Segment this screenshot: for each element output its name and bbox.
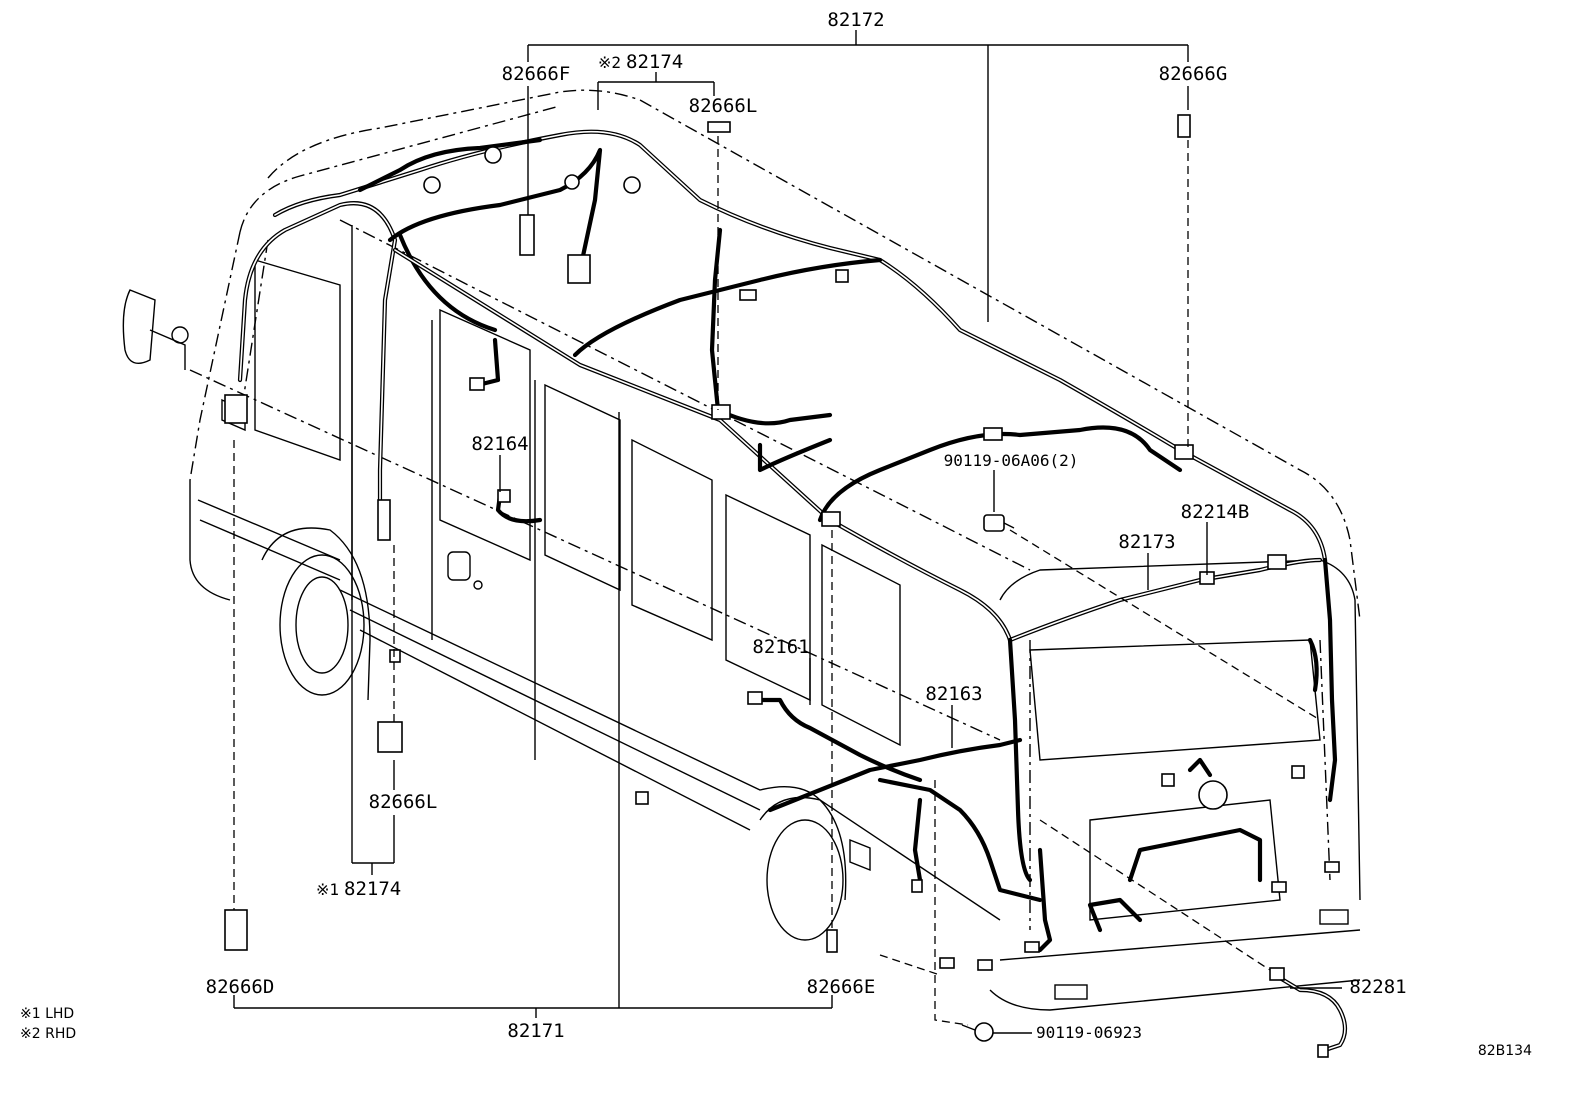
connector [377,721,403,753]
leader-lines [233,30,1342,1034]
bolt-icon [983,514,1015,532]
connector [911,879,923,893]
label-90119-06A06: 90119-06A06(2) [944,451,1079,470]
connector [635,791,649,805]
note-lhd: ※1 LHD [20,1006,74,1022]
label-82666F: 82666F [502,63,571,85]
clamp [564,174,580,190]
connector [939,957,955,969]
connector [821,511,841,527]
connector [1271,881,1287,893]
clamp [423,176,441,194]
connector [389,649,401,663]
clamp [484,146,502,164]
label-82666L-top: 82666L [689,95,758,117]
connector [1177,114,1191,138]
wire-harness [237,129,1348,1053]
connectors [224,114,1340,1058]
connector [1317,1044,1329,1058]
label-82161: 82161 [752,636,809,658]
connector [567,254,591,284]
label-82164: 82164 [471,433,528,455]
label-82666E: 82666E [807,976,876,998]
connector [977,959,993,971]
label-82174-top-mark: ※2 [598,53,621,72]
connector [224,909,248,951]
clamp [623,176,641,194]
connector [1161,773,1175,787]
connector [1267,554,1287,570]
label-82666D: 82666D [206,976,275,998]
connector [1024,941,1040,953]
label-82171: 82171 [507,1020,564,1042]
note-rhd: ※2 RHD [20,1026,76,1042]
connector [707,121,731,133]
connector [983,427,1003,441]
connector [469,377,485,391]
label-82214B: 82214B [1181,501,1250,523]
figure-reference: 82B134 [1478,1043,1532,1059]
connector [1324,861,1340,873]
label-82174-top: 82174 [626,51,683,73]
connector [826,929,838,953]
part-labels: 82172 ※2 82174 82666F 82666L 82666G 8216… [20,9,1532,1059]
label-82163: 82163 [925,683,982,705]
bolt-icon [961,1022,994,1042]
label-82281: 82281 [1349,976,1406,998]
label-82174-bottom-mark: ※1 [316,880,339,899]
connector [497,489,511,503]
connector [747,691,763,705]
connector [835,269,849,283]
label-82172: 82172 [827,9,884,31]
label-90119-06923: 90119-06923 [1036,1023,1142,1042]
label-82666L-bottom: 82666L [369,791,438,813]
connector [1291,765,1305,779]
label-82666G: 82666G [1159,63,1228,85]
connector [224,394,248,424]
connector [1269,967,1285,981]
van-outline [122,89,1361,1011]
connector [711,404,731,420]
label-82174-bottom: 82174 [344,878,401,900]
connector [519,214,535,256]
clamp [1198,780,1228,810]
connector [739,289,757,301]
connector [1174,444,1194,460]
label-82173: 82173 [1118,531,1175,553]
connector [377,499,391,541]
